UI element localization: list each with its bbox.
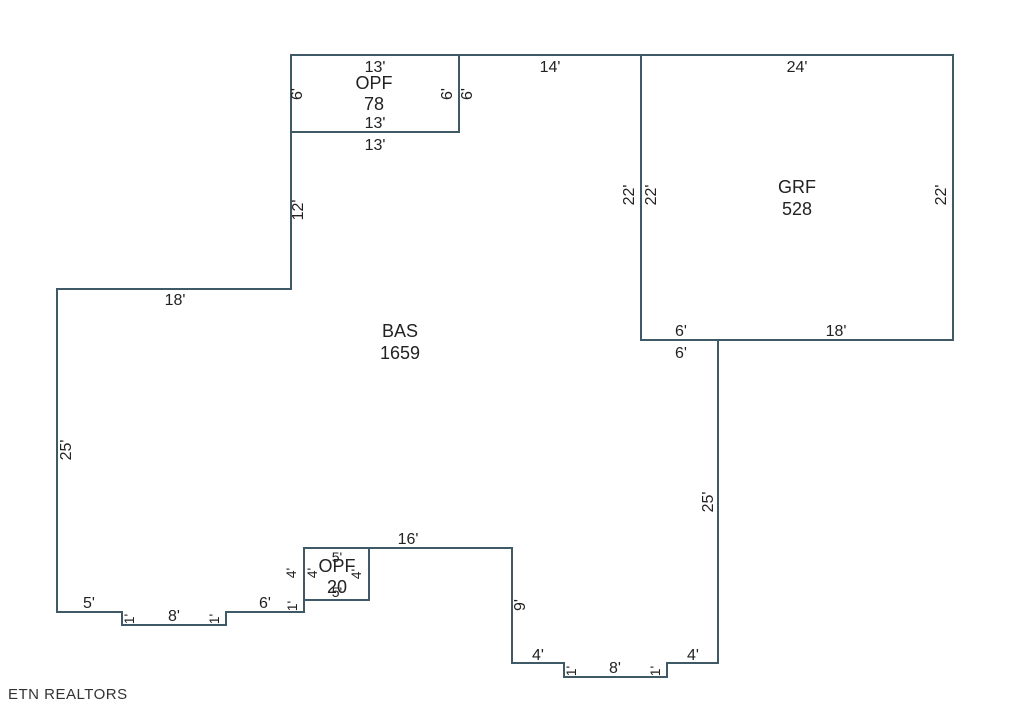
dim-br-1a: 1' [563,666,579,676]
grf-sqft: 528 [782,199,812,219]
grf-outline [640,54,954,341]
dim-grf-right-22: 22' [933,185,950,206]
dim-bas-9: 9' [512,599,529,611]
dim-bas-left-vert-12: 12' [290,200,307,221]
dim-grf-left-outer-22: 22' [621,185,638,206]
grf-label: GRF [778,177,816,197]
dim-bas-left-top-18: 18' [165,292,186,309]
bas-sqft: 1659 [380,343,420,363]
dim-br-4a: 4' [532,647,544,664]
dim-grf-top: 24' [787,59,808,76]
dim-bl-1b: 1' [206,614,222,624]
dim-bl-1a: 1' [121,614,137,624]
dim-bas-under-opf: 13' [365,137,386,154]
dim-bl-5: 5' [83,595,95,612]
dim-opf-top-right-6: 6' [439,88,456,100]
realtor-watermark: ETN REALTORS [8,686,128,703]
opf-small-label: OPF [318,556,355,576]
opf-top-outline [290,54,460,133]
opf-top-sqft: 78 [364,94,384,114]
dim-top-14: 14' [540,59,561,76]
dim-grf-bottom-18: 18' [826,323,847,340]
opf-small-outline [303,547,370,601]
dim-bl-6: 6' [259,595,271,612]
dim-bl-1c: 1' [284,601,300,611]
dim-grf-bottom-6: 6' [675,323,687,340]
bas-label: BAS [382,321,418,341]
dim-opf-small-bottom-5: 5' [332,584,342,600]
opf-top-label: OPF [355,73,392,93]
dim-opf-small-left-4: 4' [283,568,299,578]
dim-opf-top-width-top: 13' [365,59,386,76]
dim-opf-small-right-4: 4' [348,569,364,579]
dim-opf-top-width-bottom: 13' [365,115,386,132]
dim-opf-top-right-outer-6: 6' [459,88,476,100]
dim-br-8: 8' [609,660,621,677]
dim-bl-8: 8' [168,608,180,625]
dim-opf-small-inner-4: 4' [304,568,320,578]
dim-opf-top-left-6: 6' [289,88,306,100]
dim-bas-right-25: 25' [700,492,717,513]
dim-bas-left-25: 25' [58,440,75,461]
dim-bas-inner-16: 16' [398,531,419,548]
dim-br-4b: 4' [687,647,699,664]
dim-grf-left-inner-22: 22' [643,185,660,206]
bas-outline [56,54,719,678]
dim-opf-small-top-5: 5' [332,549,342,565]
dim-bas-notch-6: 6' [675,345,687,362]
opf-small-sqft: 20 [327,577,347,597]
dim-br-1b: 1' [647,666,663,676]
